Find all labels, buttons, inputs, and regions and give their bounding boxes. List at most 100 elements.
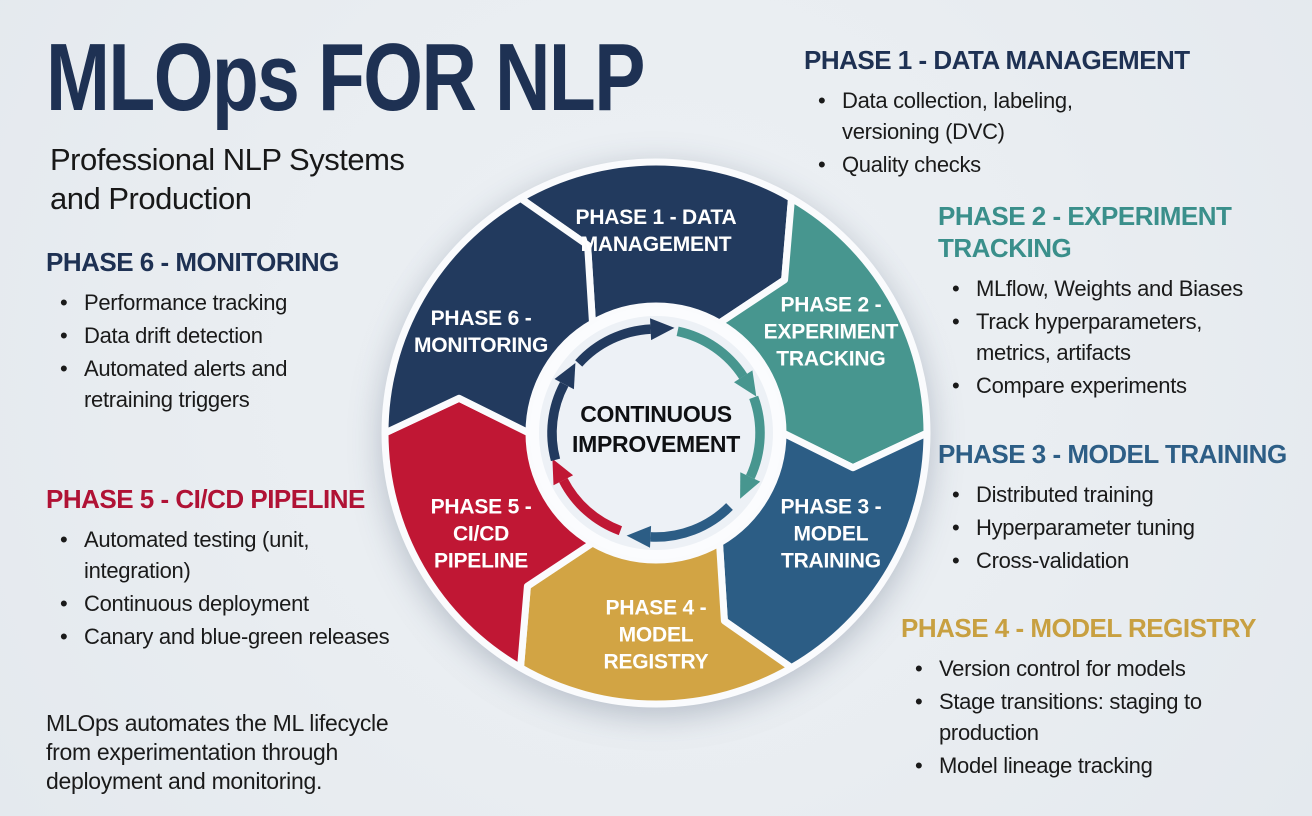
bullet-dot: • (952, 515, 960, 540)
panel-phase-6-monitoring: PHASE 6 - MONITORING • Performance tracki… (46, 246, 426, 417)
cycle-arc-6 (547, 381, 569, 462)
center-circle (539, 316, 773, 550)
bullet-dot: • (952, 276, 960, 301)
bullet-text: Stage transitions: staging to production (939, 689, 1202, 745)
bullet-item: • Continuous deployment (60, 588, 476, 619)
panel-phase-4-bullet-list: • Version control for models • Stage transi… (901, 653, 1311, 781)
cycle-arc-2 (676, 326, 748, 380)
bullet-text: Automated alerts and retraining triggers (84, 356, 288, 412)
wheel-segment-2 (716, 194, 931, 472)
bullet-dot: • (818, 88, 826, 113)
bullet-dot: • (60, 527, 68, 552)
bullet-text: Quality checks (842, 152, 981, 177)
cycle-arrowhead-6 (554, 363, 576, 390)
bullet-text: Data drift detection (84, 323, 263, 348)
bullet-dot: • (60, 323, 68, 348)
panel-phase-1-heading: PHASE 1 - DATA MANAGEMENT (804, 45, 1190, 75)
panel-phase-3-model-training: PHASE 3 - MODEL TRAINING • Distributed tr… (938, 438, 1308, 578)
bullet-dot: • (915, 656, 923, 681)
bullet-item: • Track hyperparameters, metrics, artifac… (952, 306, 1308, 368)
bullet-text: Data collection, labeling, versioning (D… (842, 88, 1073, 144)
panel-phase-5-cicd-pipeline: PHASE 5 - CI/CD PIPELINE • Automated test… (46, 483, 476, 654)
bullet-item: • Cross-validation (952, 545, 1308, 576)
bullet-item: • Automated alerts and retraining trigger… (60, 353, 426, 415)
bullet-text: Continuous deployment (84, 591, 309, 616)
page-title: MLOps FOR NLP (46, 24, 645, 131)
bullet-dot: • (60, 624, 68, 649)
bullet-text: MLflow, Weights and Biases (976, 276, 1243, 301)
bullet-dot: • (952, 373, 960, 398)
wheel-segment-label-6: PHASE 6 - MONITORING (414, 307, 549, 357)
bullet-item: • Model lineage tracking (915, 750, 1311, 781)
bullet-item: • Version control for models (915, 653, 1311, 684)
bullet-item: • Data drift detection (60, 320, 426, 351)
cycle-arc-5 (559, 477, 623, 536)
panel-phase-2-experiment-tracking: PHASE 2 - EXPERIMENT TRACKING • MLflow, W… (938, 200, 1308, 403)
cycle-arrowhead-1 (650, 318, 675, 341)
wheel-segment-label-5: PHASE 5 - CI/CD PIPELINE (430, 495, 532, 573)
bullet-dot: • (952, 482, 960, 507)
panel-phase-6-bullet-list: • Performance tracking • Data drift detecti… (46, 287, 426, 415)
wheel-segment-label-2: PHASE 2 - EXPERIMENT TRACKING (763, 293, 899, 371)
bullet-text: Hyperparameter tuning (976, 515, 1195, 540)
panel-phase-2-heading: PHASE 2 - EXPERIMENT TRACKING (938, 201, 1232, 263)
bullet-text: Cross-validation (976, 548, 1129, 573)
bullet-item: • Automated testing (unit, integration) (60, 524, 476, 586)
bullet-dot: • (60, 356, 68, 381)
cycle-arrowhead-2 (734, 370, 757, 397)
bullet-text: Track hyperparameters, metrics, artifact… (976, 309, 1203, 365)
bullet-dot: • (60, 290, 68, 315)
bullet-text: Version control for models (939, 656, 1186, 681)
wheel-segment-label-1: PHASE 1 - DATA MANAGEMENT (575, 206, 737, 256)
panel-phase-1-data-management: PHASE 1 - DATA MANAGEMENT • Data collecti… (804, 44, 1274, 182)
bullet-dot: • (915, 689, 923, 714)
panel-phase-3-heading: PHASE 3 - MODEL TRAINING (938, 439, 1287, 469)
panel-phase-4-model-registry: PHASE 4 - MODEL REGISTRY • Version contro… (901, 612, 1311, 783)
wheel-segment-label-4: PHASE 4 - MODEL REGISTRY (603, 596, 709, 674)
bullet-item: • Data collection, labeling, versioning (… (818, 85, 1274, 147)
footer-note: MLOps automates the ML lifecycle from ex… (46, 710, 389, 794)
cycle-arc-1 (575, 324, 651, 367)
cycle-arc-4 (650, 503, 733, 542)
page-subtitle: Professional NLP Systems and Production (50, 142, 405, 216)
bullet-dot: • (952, 548, 960, 573)
bullet-text: Performance tracking (84, 290, 288, 315)
panel-phase-3-bullet-list: • Distributed training • Hyperparameter tun… (938, 479, 1308, 576)
wheel-center-label: CONTINUOUS IMPROVEMENT (572, 401, 740, 457)
header: MLOps FOR NLP Professional NLP Systems a… (46, 30, 793, 218)
bullet-item: • Performance tracking (60, 287, 426, 318)
wheel-segment-5 (381, 394, 596, 672)
bullet-text: Distributed training (976, 482, 1154, 507)
bullet-dot: • (952, 309, 960, 334)
bullet-text: Automated testing (unit, integration) (84, 527, 310, 583)
panel-phase-5-heading: PHASE 5 - CI/CD PIPELINE (46, 484, 365, 514)
panel-phase-6-heading: PHASE 6 - MONITORING (46, 247, 339, 277)
bullet-item: • Distributed training (952, 479, 1308, 510)
bullet-dot: • (818, 152, 826, 177)
bullet-item: • Quality checks (818, 149, 1274, 180)
cycle-arrowhead-3 (740, 472, 761, 499)
bullet-text: Canary and blue-green releases (84, 624, 390, 649)
bullet-text: Model lineage tracking (939, 753, 1153, 778)
wheel-segment-4 (517, 539, 795, 708)
bullet-item: • Hyperparameter tuning (952, 512, 1308, 543)
bullet-text: Compare experiments (976, 373, 1187, 398)
panel-phase-1-bullet-list: • Data collection, labeling, versioning (… (804, 85, 1274, 180)
wheel-segment-label-3: PHASE 3 - MODEL TRAINING (780, 495, 882, 573)
wheel-segment-6 (381, 194, 596, 437)
bullet-dot: • (915, 753, 923, 778)
cycle-arrowhead-4 (626, 525, 652, 548)
panel-phase-4-heading: PHASE 4 - MODEL REGISTRY (901, 613, 1256, 643)
wheel-segment-1 (517, 158, 795, 327)
bullet-item: • Compare experiments (952, 370, 1308, 401)
bullet-dot: • (60, 591, 68, 616)
panel-phase-2-bullet-list: • MLflow, Weights and Biases • Track hyperp… (938, 273, 1308, 401)
cycle-arrowhead-5 (552, 458, 574, 486)
bullet-item: • MLflow, Weights and Biases (952, 273, 1308, 304)
wheel-segment-3 (716, 429, 931, 672)
bullet-item: • Canary and blue-green releases (60, 621, 476, 652)
panel-phase-5-bullet-list: • Automated testing (unit, integration) • C… (46, 524, 476, 652)
bullet-item: • Stage transitions: staging to productio… (915, 686, 1311, 748)
